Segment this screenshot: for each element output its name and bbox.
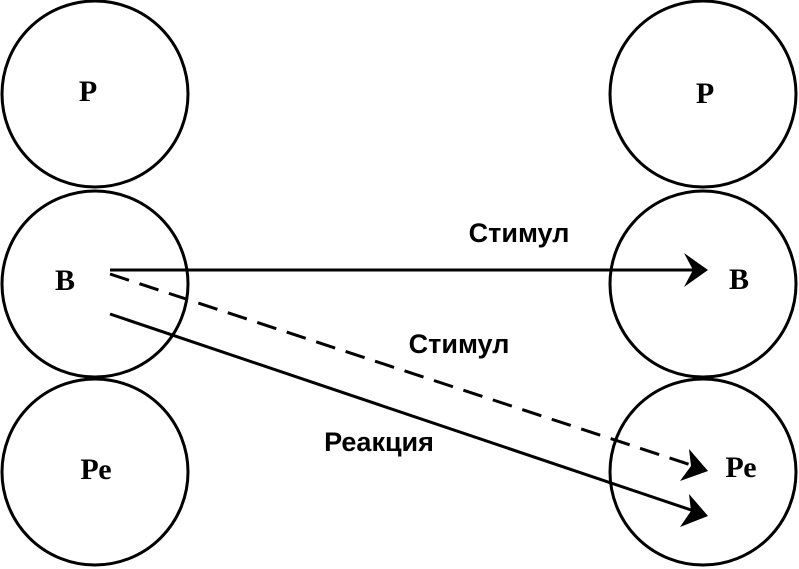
right-parent-circle <box>608 0 798 189</box>
right-child-label: Ре <box>725 451 756 484</box>
dashed-stimulus-label: Стимул <box>409 329 510 359</box>
reaction-arrowhead <box>680 494 708 527</box>
left-parent-label: Р <box>79 75 97 108</box>
left-adult-circle <box>0 189 190 379</box>
edges: Стимул Стимул Реакция <box>109 218 708 527</box>
right-column: Р В Ре <box>608 0 798 567</box>
stimulus-label: Стимул <box>469 218 570 248</box>
right-adult-label: В <box>729 263 749 296</box>
left-child-circle <box>0 377 190 567</box>
dashed-stimulus-arrow-line <box>109 272 698 469</box>
dashed-stimulus-arrowhead <box>680 449 708 481</box>
left-adult-label: В <box>55 264 75 297</box>
left-parent-circle <box>0 0 190 189</box>
left-column: Р В Ре <box>0 0 190 567</box>
reaction-label: Реакция <box>324 427 434 457</box>
left-child-label: Ре <box>80 453 111 486</box>
stimulus-arrowhead <box>684 253 708 287</box>
right-parent-label: Р <box>696 77 714 110</box>
reaction-arrow-line <box>109 312 698 514</box>
right-adult-circle <box>608 189 798 379</box>
